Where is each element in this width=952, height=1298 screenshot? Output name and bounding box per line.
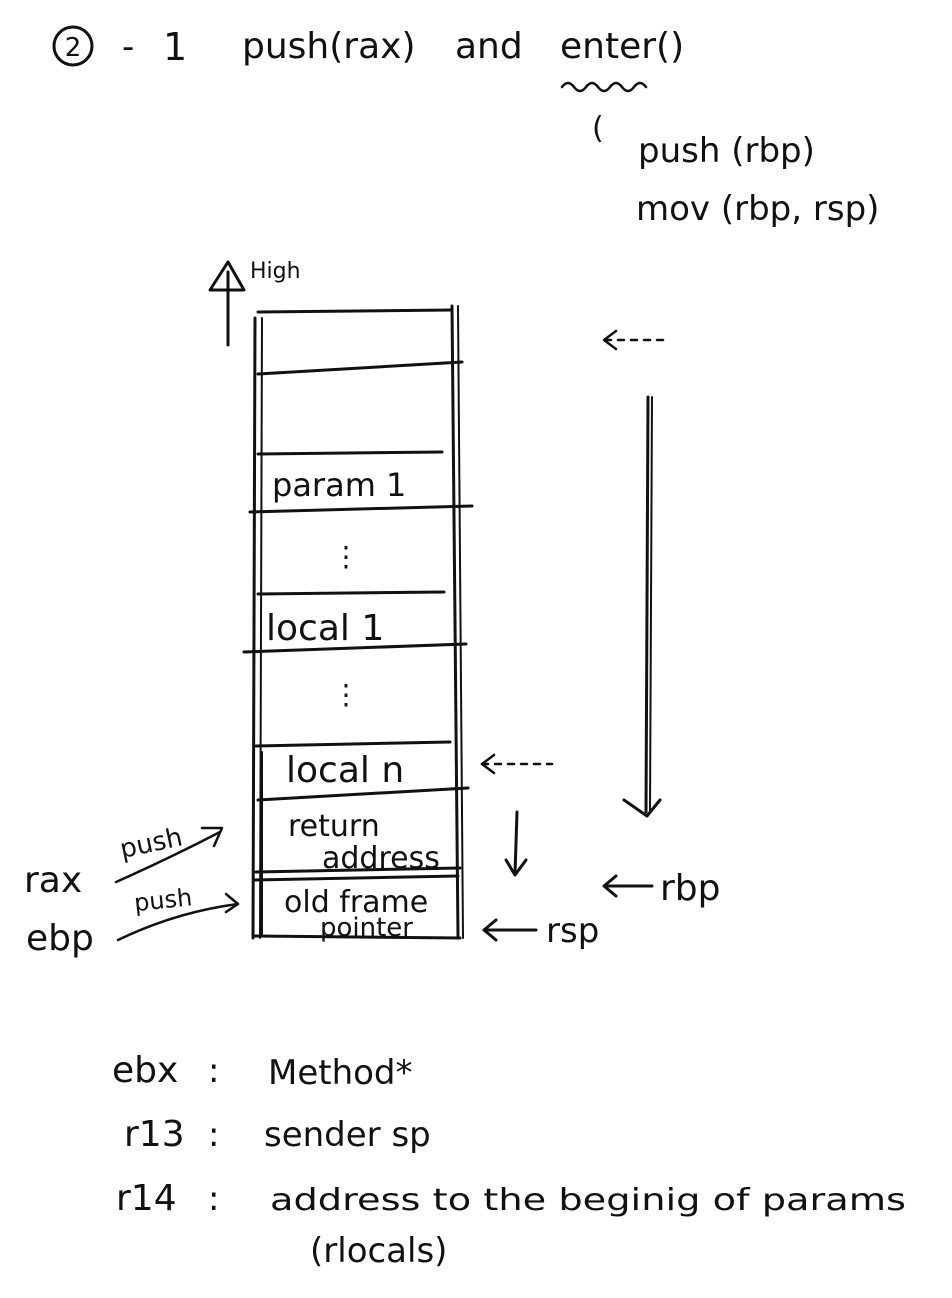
stack-right-edge <box>450 304 460 940</box>
high-arrow-head <box>208 260 246 292</box>
return-down-arrow-shaft <box>513 810 519 876</box>
stack-right-edge-2 <box>457 305 464 939</box>
local-n-dashed-arrow-head <box>480 753 496 775</box>
ebp-push-arrow-head <box>224 892 240 914</box>
stack-divider <box>256 590 446 596</box>
enter-expansion: ( push (rbp) mov (rbp, rsp) <box>592 111 879 229</box>
registers: ebx : Method* r13 : sender sp r14 : addr… <box>112 1050 906 1271</box>
left-labels: rax ebp push push <box>24 822 240 959</box>
stack-cell-label: ⋮ <box>332 540 360 573</box>
stack-divider <box>252 934 462 940</box>
push-lower-label: push <box>133 883 194 917</box>
rax-push-arrow <box>114 830 222 884</box>
title-enter: enter() <box>560 26 684 67</box>
stack-divider <box>256 360 464 376</box>
enter-squiggle <box>560 81 648 93</box>
stack-cell-label: ⋮ <box>332 678 360 711</box>
top-dashed-arrow-head <box>602 329 618 351</box>
ebp-push-arrow <box>116 902 240 942</box>
stack-divider <box>254 866 462 874</box>
register-r13-name: r13 <box>124 1114 185 1155</box>
stack-cell-label: old frame <box>284 885 428 920</box>
register-r13-sep: : <box>208 1115 219 1155</box>
register-r14-desc-2: (rlocals) <box>310 1231 447 1271</box>
title-push-rax: push(rax) <box>242 26 416 67</box>
title-and: and <box>455 26 523 67</box>
high-label: High <box>250 259 301 284</box>
stack-divider <box>256 786 470 802</box>
stack-divider <box>252 874 460 882</box>
stack-left-edge-2 <box>259 317 263 939</box>
stack-cell-label: pointer <box>320 913 413 943</box>
register-r14-name: r14 <box>116 1178 177 1219</box>
expansion-brace: ( <box>592 111 604 146</box>
register-r14-sep: : <box>208 1179 219 1219</box>
push-upper-label: push <box>117 822 185 864</box>
expansion-push-rbp: push (rbp) <box>638 131 815 171</box>
stack-cell-label: return <box>288 809 380 844</box>
stack-cell-label: local n <box>286 750 404 791</box>
circled-number: 2 <box>65 33 82 63</box>
high-direction: High <box>208 259 301 347</box>
stack-divider <box>254 740 452 748</box>
title: 2 - 1 push(rax) and enter() <box>52 25 684 93</box>
pointer-labels: rbp rsp <box>482 868 721 951</box>
stack-cell-label: param 1 <box>272 466 406 504</box>
stack-left-edge <box>251 316 257 940</box>
expansion-mov-rbp-rsp: mov (rbp, rsp) <box>636 189 879 229</box>
register-ebx-desc: Method* <box>268 1053 413 1093</box>
stack-divider <box>256 450 444 456</box>
right-arrows <box>480 329 670 877</box>
title-dash: - <box>122 27 134 67</box>
title-sub-number: 1 <box>163 25 187 69</box>
stack-cell-label: address <box>322 841 440 876</box>
growth-arrow-shaft <box>644 395 650 814</box>
rbp-arrow-head <box>602 874 618 898</box>
stack-dividers <box>242 308 474 940</box>
rsp-label: rsp <box>546 911 599 951</box>
ebp-label: ebp <box>26 918 94 959</box>
register-ebx-name: ebx <box>112 1050 178 1091</box>
return-down-arrow-head <box>504 858 528 877</box>
rbp-label: rbp <box>660 868 721 909</box>
stack-divider <box>248 504 474 514</box>
register-r13-desc: sender sp <box>264 1115 431 1155</box>
growth-arrow-head <box>622 798 662 818</box>
growth-arrow-shaft-2 <box>649 396 653 813</box>
rax-push-arrow-head <box>200 826 224 848</box>
rax-label: rax <box>24 860 82 901</box>
stack-cell-label: local 1 <box>266 608 384 649</box>
rsp-arrow-head <box>482 918 498 942</box>
stack-divider <box>256 308 454 314</box>
register-r14-desc: address to the beginig of params <box>270 1183 906 1218</box>
stack-divider <box>242 642 468 654</box>
register-ebx-sep: : <box>208 1051 219 1091</box>
circled-number-ring <box>52 25 94 67</box>
